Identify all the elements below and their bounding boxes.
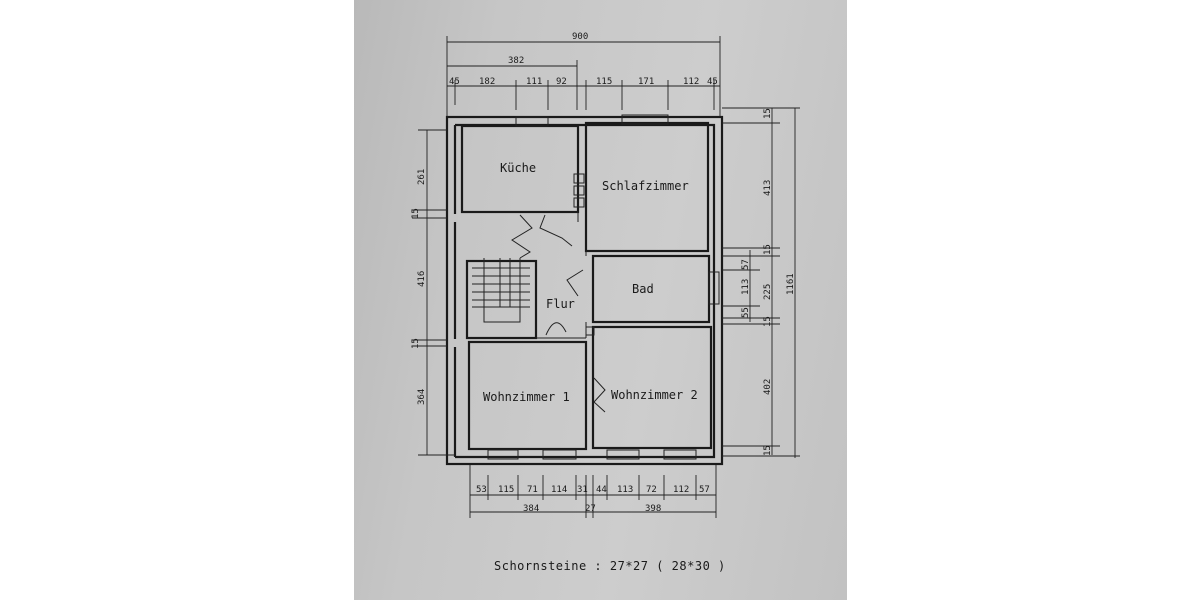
dim-left-seg: 15 [411,338,421,349]
dim-left-seg: 364 [417,389,427,405]
dim-top-seg: 182 [479,77,495,87]
paper-sheet [354,0,847,600]
outer-wall [445,115,724,466]
dim-bottom-seg: 53 [476,485,487,495]
wohnzimmer2-wall [591,325,713,450]
door-bad [566,269,584,297]
dim-top-seg: 92 [556,77,567,87]
door-flur [545,322,567,336]
windows [487,114,720,460]
dim-right-seg: 15 [763,108,773,119]
dim-top-seg: 115 [596,77,612,87]
dim-top-overall: 900 [572,32,588,42]
stair-wall [465,259,538,340]
label-kueche: Küche [500,161,536,175]
dims-right: 15 413 15 225 15 402 15 1161 57 113 55 [741,108,796,456]
dim-bottom-middle: 27 [585,504,596,514]
dim-bottom-seg: 115 [498,485,514,495]
dim-right-bad: 57 [741,259,751,270]
dim-right-bad: 55 [741,307,751,318]
dim-right-seg: 15 [763,445,773,456]
dim-top-left-group: 382 [508,56,524,66]
dim-right-seg: 225 [763,284,773,300]
dim-right-bad: 113 [741,279,751,295]
dim-left-seg: 15 [411,208,421,219]
staircase [472,258,530,323]
dim-top-seg: 112 [683,77,699,87]
dim-bottom-seg: 31 [577,485,588,495]
dim-right-seg: 402 [763,379,773,395]
dim-bottom-left-total: 384 [523,504,539,514]
dim-right-seg: 413 [763,180,773,196]
chimney-caption: Schornsteine : 27*27 ( 28*30 ) [494,559,726,573]
dim-top-seg: 45 [449,77,460,87]
corridor-wall [536,212,587,339]
dim-right-seg: 15 [763,244,773,255]
dims-bottom: 53 115 71 114 31 44 113 72 112 57 384 27… [476,485,710,514]
dim-bottom-seg: 57 [699,485,710,495]
label-wohnzimmer1: Wohnzimmer 1 [483,390,570,404]
dims-left: 261 15 416 15 364 [411,169,427,405]
dim-left-seg: 261 [417,169,427,185]
dim-bottom-right-total: 398 [645,504,661,514]
dim-top-seg: 111 [526,77,542,87]
dim-top-seg: 45 [707,77,718,87]
dim-bottom-seg: 71 [527,485,538,495]
room-labels: Küche Schlafzimmer Bad Flur Wohnzimmer 1… [483,161,698,404]
dim-right-seg: 15 [763,316,773,327]
dim-bottom-seg: 72 [646,485,657,495]
dim-top-seg: 171 [638,77,654,87]
dim-bottom-seg: 113 [617,485,633,495]
outer-wall-inner [453,123,716,459]
wohnzimmer1-wall [467,340,588,451]
dim-bottom-seg: 44 [596,485,607,495]
label-flur: Flur [546,297,575,311]
walls [445,115,724,466]
door-wohnzimmer [593,377,606,413]
door-kueche [511,214,533,259]
dimension-lines [412,36,800,518]
label-bad: Bad [632,282,654,296]
dims-top: 900 382 45 182 111 92 115 171 112 45 [449,32,718,87]
doors [511,214,606,413]
door-schlafzimmer [539,214,573,247]
dim-bottom-seg: 112 [673,485,689,495]
dim-bottom-seg: 114 [551,485,567,495]
label-wohnzimmer2: Wohnzimmer 2 [611,388,698,402]
dim-right-overall: 1161 [786,273,796,295]
label-schlafzimmer: Schlafzimmer [602,179,689,193]
dim-left-seg: 416 [417,271,427,287]
schlafzimmer-wall [584,121,710,253]
chimney-flues [573,173,595,336]
